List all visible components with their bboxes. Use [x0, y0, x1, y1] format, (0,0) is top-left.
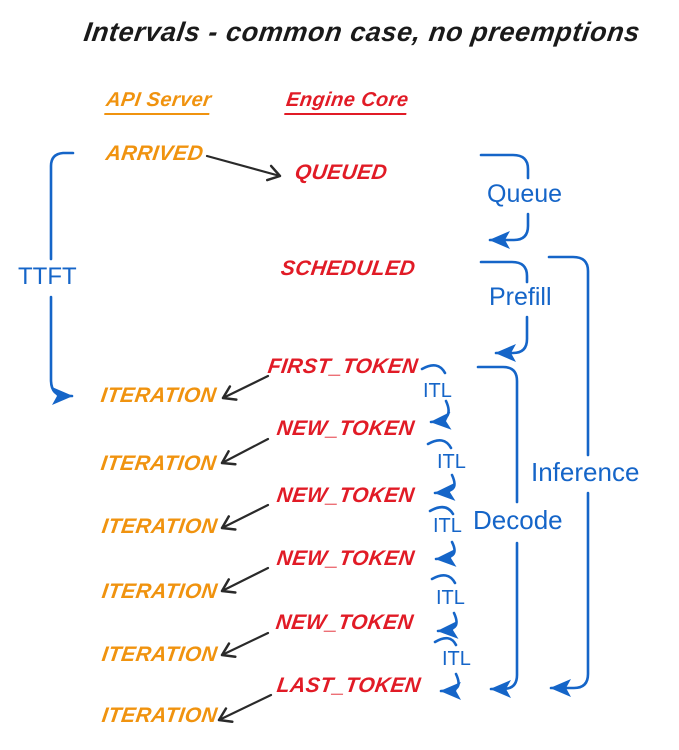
event-queued: QUEUED	[293, 161, 389, 184]
itl-arrow-3	[434, 540, 457, 567]
decode-bracket-top	[476, 365, 519, 504]
event-iteration-1: ITERATION	[99, 384, 218, 407]
event-iteration-5: ITERATION	[100, 643, 219, 666]
itl-bracket-5-top	[433, 636, 458, 647]
diagram-title: Intervals - common case, no preemptions	[82, 17, 643, 47]
interval-ttft-label: TTFT	[18, 263, 77, 290]
interval-itl-label-1: ITL	[423, 380, 452, 402]
itl-arrow-5	[439, 672, 462, 700]
arrow-last-token-to-iteration	[217, 693, 273, 723]
event-new-token-2: NEW_TOKEN	[275, 484, 417, 507]
itl-bracket-4-top	[430, 574, 457, 585]
arrow-new-token-4-to-iteration	[220, 631, 270, 658]
arrow-new-token-1-to-iteration	[220, 437, 270, 466]
event-arrived: ARRIVED	[104, 142, 205, 165]
event-last-token: LAST_TOKEN	[275, 674, 423, 697]
interval-decode-label: Decode	[473, 505, 563, 535]
inference-bracket-top	[547, 255, 590, 457]
event-new-token-4: NEW_TOKEN	[274, 611, 416, 634]
inference-bracket-bottom	[549, 491, 590, 697]
interval-itl-label-2: ITL	[437, 451, 466, 473]
queue-bracket-top	[479, 153, 530, 180]
event-first-token: FIRST_TOKEN	[266, 355, 420, 378]
itl-arrow-1	[429, 399, 452, 430]
event-scheduled: SCHEDULED	[279, 257, 417, 280]
api-server-header: API Server	[104, 89, 213, 115]
arrow-first-token-to-iteration	[221, 374, 270, 401]
prefill-bracket-top	[479, 260, 529, 284]
interval-itl-label-4: ITL	[436, 587, 465, 609]
arrow-arrived-to-queued	[205, 154, 282, 182]
ttft-bracket-top	[49, 151, 75, 261]
arrow-new-token-2-to-iteration	[220, 503, 270, 531]
interval-itl-label-5: ITL	[442, 648, 471, 670]
itl-bracket-3-top	[428, 505, 455, 516]
interval-prefill-label: Prefill	[489, 283, 552, 311]
itl-bracket-2-top	[426, 439, 453, 450]
interval-queue-label: Queue	[487, 180, 563, 208]
event-iteration-4: ITERATION	[100, 580, 219, 603]
event-iteration-2: ITERATION	[99, 452, 218, 475]
event-iteration-3: ITERATION	[100, 515, 219, 538]
interval-inference-label: Inference	[531, 457, 640, 487]
queue-bracket-bottom	[488, 212, 530, 249]
itl-arrow-2	[433, 473, 456, 501]
interval-itl-label-3: ITL	[433, 515, 462, 537]
itl-arrow-4	[436, 611, 459, 639]
itl-bracket-1-top	[420, 364, 447, 375]
ttft-bracket-bottom	[49, 295, 74, 405]
arrow-new-token-3-to-iteration	[220, 566, 270, 594]
engine-core-header: Engine Core	[284, 89, 411, 115]
event-new-token-1: NEW_TOKEN	[275, 417, 417, 440]
decode-bracket-bottom	[489, 541, 519, 698]
event-new-token-3: NEW_TOKEN	[275, 547, 417, 570]
event-iteration-6: ITERATION	[100, 704, 219, 727]
prefill-bracket-bottom	[494, 315, 529, 362]
